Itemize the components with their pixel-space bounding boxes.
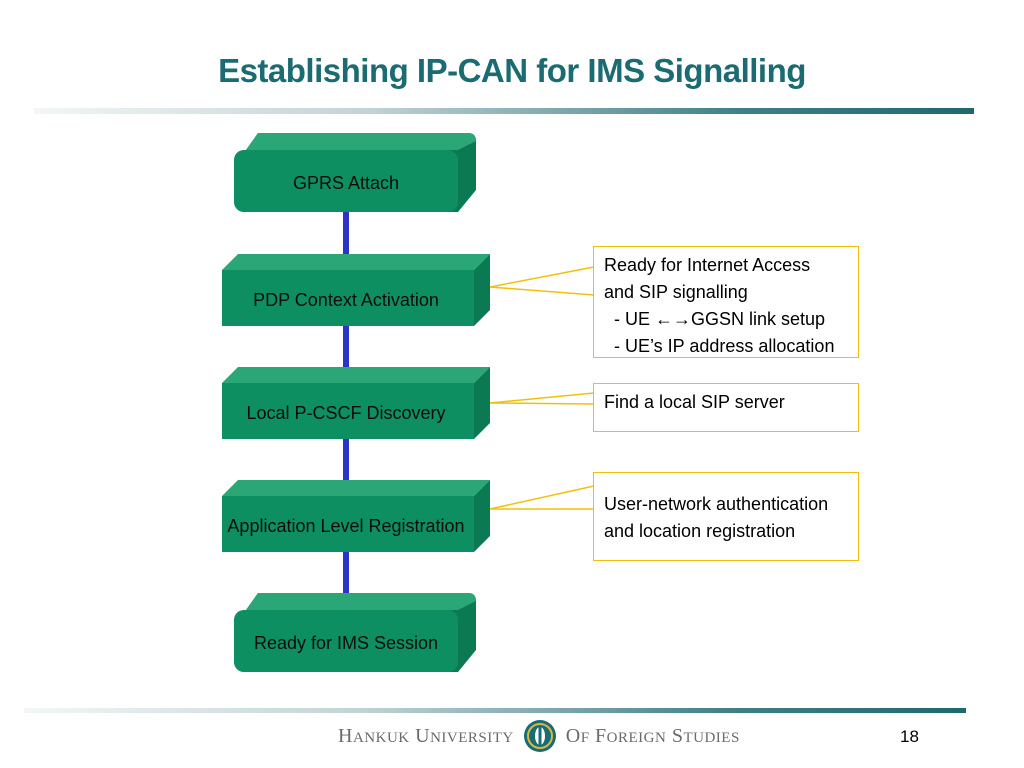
step-box-gprs-attach: GPRS Attach [234, 133, 476, 212]
step-label-pdp-context-activation: PDP Context Activation [253, 290, 439, 310]
step-label-gprs-attach: GPRS Attach [293, 173, 399, 193]
callout-line: - UE ←→GGSN link setup [604, 309, 826, 329]
university-name-part1: HANKUK UNIVERSITY [338, 724, 514, 747]
university-name-part2: OF FOREIGN STUDIES [565, 724, 740, 747]
callout-line: and location registration [604, 521, 796, 541]
university-logo: HANKUK UNIVERSITY OF FOREIGN STUDIES [338, 716, 740, 756]
callout-internet-access: Ready for Internet Access and SIP signal… [593, 246, 859, 358]
title-divider [34, 108, 974, 114]
callout-line: and SIP signalling [604, 282, 748, 302]
callout-leader [489, 266, 595, 296]
step-label-ready-for-ims-session: Ready for IMS Session [254, 633, 438, 653]
callout-line: Ready for Internet Access [604, 255, 811, 275]
step-box-pdp-context-activation: PDP Context Activation [222, 254, 490, 326]
step-label-application-level-registration: Application Level Registration [227, 516, 464, 536]
callout-leader [489, 485, 595, 510]
step-box-local-p-cscf-discovery: Local P-CSCF Discovery [222, 367, 490, 439]
callout-registration: User-network authentication and location… [593, 472, 859, 561]
step-label-local-p-cscf-discovery: Local P-CSCF Discovery [246, 403, 445, 423]
slide-title: Establishing IP-CAN for IMS Signalling [218, 52, 806, 89]
callout-line: - UE’s IP address allocation [604, 336, 835, 356]
step-box-application-level-registration: Application Level Registration [222, 480, 490, 552]
step-box-ready-for-ims-session: Ready for IMS Session [234, 593, 476, 672]
university-seal-icon [523, 720, 556, 752]
callout-sip-server: Find a local SIP server [593, 383, 859, 432]
callout-line: User-network authentication [604, 494, 829, 514]
page-number: 18 [900, 727, 919, 746]
footer-divider [24, 708, 966, 713]
callout-leader [489, 392, 595, 405]
callout-line: Find a local SIP server [604, 392, 785, 412]
